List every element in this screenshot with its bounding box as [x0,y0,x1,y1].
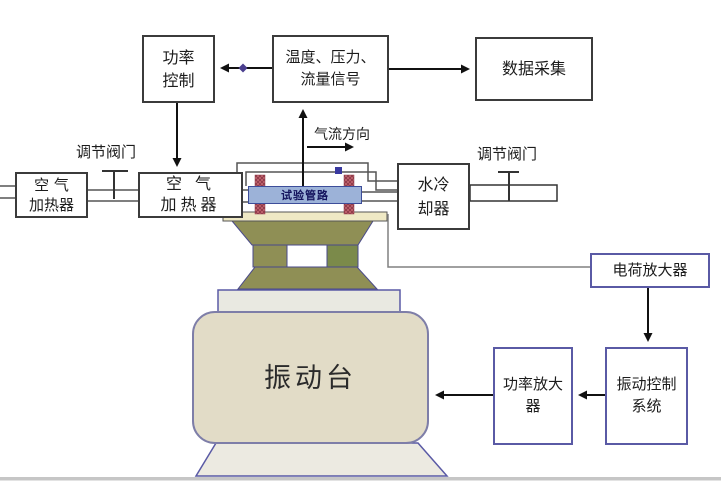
signal-box: 温度、压力、 流量信号 [272,35,389,103]
bottom-edge-rule [0,477,721,481]
water-cooler-line1: 水冷 [417,175,450,195]
fixture-upper-trapezoid [230,220,374,246]
fixture-block-left [252,244,288,268]
shaker-skirt [194,442,449,477]
bypass-pipe-inner [245,171,397,191]
vibration-controller-line2: 系统 [631,397,662,415]
slip-plate [222,211,388,222]
inlet-stub-pipes [0,185,15,199]
airflow-direction-label: 气流方向 [314,127,370,143]
valve-icons [102,170,519,201]
valve-left-label: 调节阀门 [76,143,137,161]
shaker-body [192,311,429,444]
bypass-pipe-outer [236,162,397,186]
outlet-pipe [469,184,558,202]
water-cooler-line2: 却器 [417,198,450,218]
charge-amplifier-label: 电荷放大器 [612,260,688,279]
heater-to-testpipe [243,189,248,203]
air-heater-left-line2: 加热器 [28,196,74,214]
testpipe-to-cooler [362,191,397,202]
valve-right-label: 调节阀门 [477,145,538,163]
signal-label-line2: 流量信号 [300,70,361,88]
air-heater-left-box: 空 气 加热器 [15,172,88,218]
air-heater-right-line1: 空 气 [165,174,216,194]
accelerometer-signal-line [387,214,590,268]
vibration-controller-box: 振动控制 系统 [605,347,688,445]
power-control-label-line2: 控制 [162,71,195,90]
power-amplifier-box: 功率放大 器 [493,347,573,445]
pipe-clamps [254,174,355,215]
air-heater-right-box: 空 气 加热器 [138,172,243,218]
charge-amplifier-box: 电荷放大器 [590,253,710,288]
signal-arrows [172,63,653,400]
clamp-top-left [254,174,266,187]
air-heater-right-line2: 加热器 [160,195,221,214]
fixture-lower-trapezoid [236,266,379,290]
power-control-label-line1: 功率 [162,47,195,67]
daq-label: 数据采集 [501,59,566,79]
daq-box: 数据采集 [475,37,593,101]
power-amplifier-line1: 功率放大 [502,375,563,394]
vibration-controller-line1: 振动控制 [616,375,677,394]
shaker-assembly-shapes [192,211,449,477]
signal-label-line1: 温度、压力、 [285,48,376,67]
pipe-lines [0,162,558,203]
water-cooler-box: 水冷 却器 [397,163,470,230]
shaker-label: 振动台 [264,363,357,394]
test-pipe-bar: 试验管路 [248,186,362,204]
accelerometer-icon [335,167,342,174]
junction-diamond-icon [238,63,248,73]
power-amplifier-line2: 器 [525,397,541,415]
power-control-box: 功率 控制 [142,35,215,103]
shaker-top-plate [217,289,401,313]
valve-left-icon [102,170,128,199]
clamp-bottom-left [254,203,266,215]
clamp-top-right [343,174,355,187]
air-heater-left-line1: 空 气 [34,175,69,194]
valve-right-icon [498,171,519,201]
fixture-block-right [326,244,359,268]
clamp-bottom-right [343,203,355,215]
